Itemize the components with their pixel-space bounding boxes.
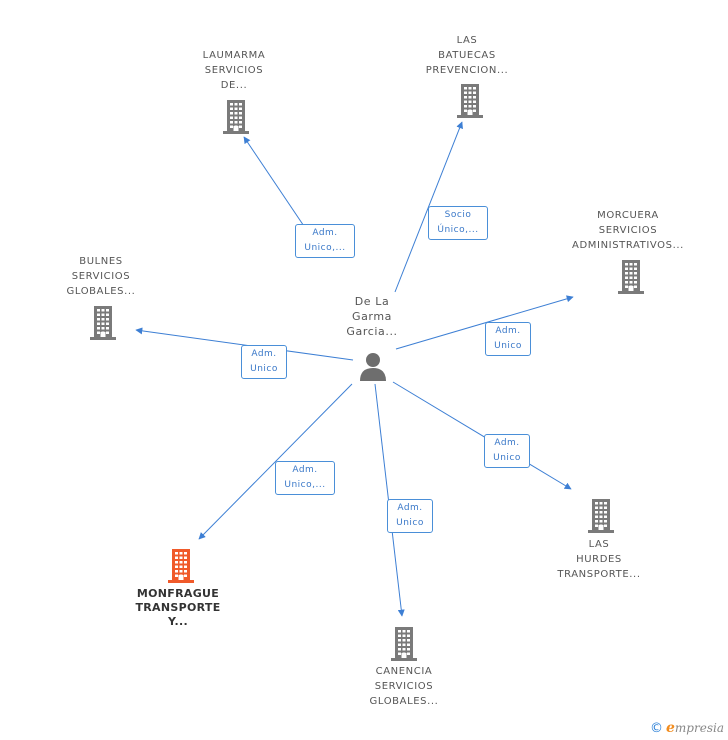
label-line: LAUMARMA xyxy=(202,50,266,61)
label-line: Unico xyxy=(494,341,522,351)
label-line: DE... xyxy=(220,80,248,91)
edge-label-las-hurdes[interactable]: Adm. Unico xyxy=(484,434,530,468)
edge-morcuera xyxy=(395,295,574,350)
label-line: MORCUERA xyxy=(597,210,659,221)
label-line: ADMINISTRATIVOS... xyxy=(572,240,684,251)
company-label-morcuera[interactable]: MORCUERA SERVICIOS ADMINISTRATIVOS... xyxy=(558,208,698,253)
footer: © empresia xyxy=(650,720,724,736)
label-line: Único,... xyxy=(437,225,479,235)
label-line: SERVICIOS xyxy=(204,65,264,76)
building-icon[interactable] xyxy=(221,100,251,138)
building-icon[interactable] xyxy=(616,260,646,298)
edge-label-monfrague[interactable]: Adm. Unico,... xyxy=(275,461,335,495)
label-line: LAS xyxy=(456,35,478,46)
label-line: Adm. xyxy=(495,326,521,336)
label-line: PREVENCION... xyxy=(425,65,509,76)
building-icon[interactable] xyxy=(586,499,616,537)
building-icon[interactable] xyxy=(455,84,485,122)
edge-label-laumarma[interactable]: Adm. Unico,... xyxy=(295,224,355,258)
company-label-las-batuecas[interactable]: LAS BATUECAS PREVENCION... xyxy=(397,33,537,78)
label-line: Unico xyxy=(250,364,278,374)
company-label-las-hurdes[interactable]: LAS HURDES TRANSPORTE... xyxy=(529,537,669,582)
label-line: Unico,... xyxy=(284,480,326,490)
company-label-canencia[interactable]: CANENCIA SERVICIOS GLOBALES... xyxy=(334,664,474,709)
label-line: BATUECAS xyxy=(438,50,496,61)
label-line: Garma xyxy=(351,310,393,323)
label-line: SERVICIOS xyxy=(374,681,434,692)
label-line: Adm. xyxy=(397,503,423,513)
label-line: Unico xyxy=(396,518,424,528)
building-icon[interactable] xyxy=(389,627,419,665)
label-line: HURDES xyxy=(576,554,622,565)
copyright-symbol: © xyxy=(650,720,663,736)
brand-name: mpresia xyxy=(674,721,724,735)
label-line: Adm. xyxy=(251,349,277,359)
label-line: Adm. xyxy=(312,228,338,238)
label-line: Unico xyxy=(493,453,521,463)
edge-label-canencia[interactable]: Adm. Unico xyxy=(387,499,433,533)
edge-las-hurdes xyxy=(392,381,572,490)
label-line: Adm. xyxy=(292,465,318,475)
label-line: Adm. xyxy=(494,438,520,448)
label-line: LAS xyxy=(588,539,610,550)
label-line: SERVICIOS xyxy=(598,225,658,236)
edge-label-morcuera[interactable]: Adm. Unico xyxy=(485,322,531,356)
label-line: GLOBALES... xyxy=(369,696,439,707)
label-line: CANENCIA xyxy=(375,666,433,677)
label-line: GLOBALES... xyxy=(66,286,136,297)
label-line: Y... xyxy=(168,615,188,628)
brand-initial: e xyxy=(666,720,675,736)
label-line: Unico,... xyxy=(304,243,346,253)
label-line: SERVICIOS xyxy=(71,271,131,282)
company-label-laumarma[interactable]: LAUMARMA SERVICIOS DE... xyxy=(164,48,304,93)
building-icon[interactable] xyxy=(166,549,196,587)
label-line: MONFRAGUE xyxy=(136,587,220,600)
edge-label-bulnes[interactable]: Adm. Unico xyxy=(241,345,287,379)
edges-layer xyxy=(135,121,574,617)
building-icon[interactable] xyxy=(88,306,118,344)
label-line: TRANSPORTE... xyxy=(557,569,641,580)
label-line: TRANSPORTE xyxy=(135,601,221,614)
label-line: BULNES xyxy=(79,256,123,267)
label-line: Garcia... xyxy=(346,325,398,338)
person-icon[interactable] xyxy=(358,351,388,385)
label-line: Socio xyxy=(444,210,472,220)
brand-logo[interactable]: empresia xyxy=(666,720,724,736)
label-line: De La xyxy=(354,295,390,308)
company-label-bulnes[interactable]: BULNES SERVICIOS GLOBALES... xyxy=(31,254,171,299)
